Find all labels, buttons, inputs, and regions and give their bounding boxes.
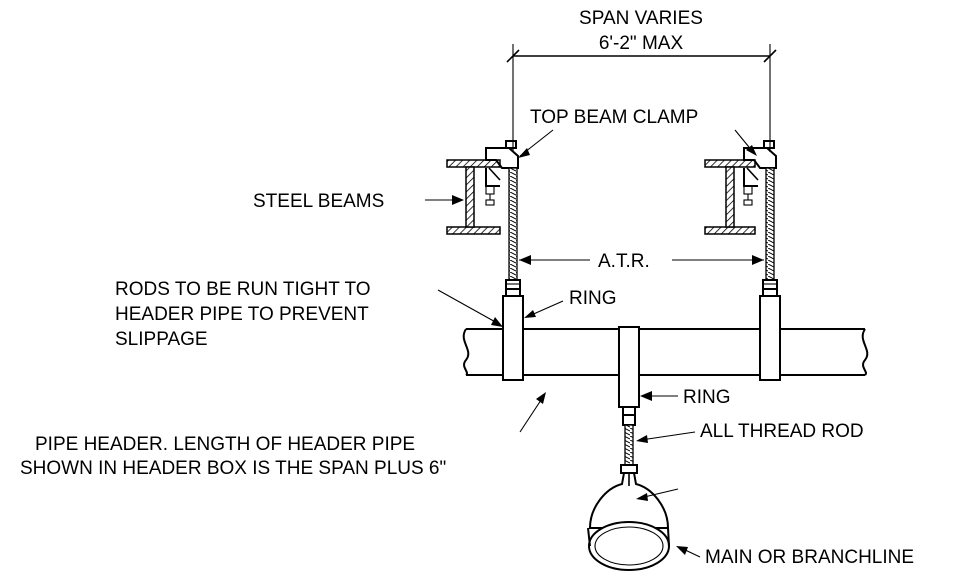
rods-note-line-1: RODS TO BE RUN TIGHT TO [115,279,371,300]
ring-lower-callout: RING [640,387,731,408]
drop-rod-coupling [622,406,636,426]
top-beam-clamp-label: TOP BEAM CLAMP [530,107,698,128]
left-ring [502,295,524,381]
rods-note-line-2: HEADER PIPE TO PREVENT [115,304,369,325]
pipe-header-line-1: PIPE HEADER. LENGTH OF HEADER PIPE [35,434,415,455]
span-varies-label: SPAN VARIES [579,8,703,29]
ring-upper-label: RING [569,288,617,309]
header-pipe [462,328,869,376]
right-steel-beam [704,159,756,235]
hanger-callout [636,488,679,501]
span-dimension: SPAN VARIES 6'-2" MAX [506,8,777,152]
atr-dimension: A.T.R. [519,251,764,272]
right-rod-coupling [762,279,778,297]
left-threaded-rod [508,167,518,281]
left-rod-coupling [505,279,521,297]
rods-tight-callout: RODS TO BE RUN TIGHT TO HEADER PIPE TO P… [115,279,503,350]
ring-upper-callout: RING [524,288,617,318]
main-pipe [587,521,670,571]
main-branchline-label: MAIN OR BRANCHLINE [705,547,914,568]
main-branchline-callout: MAIN OR BRANCHLINE [676,546,914,568]
rods-note-line-3: SLIPPAGE [115,329,208,350]
center-ring [618,326,640,408]
pipe-header-callout: PIPE HEADER. LENGTH OF HEADER PIPE SHOWN… [20,392,546,479]
right-ring [759,295,781,381]
left-steel-beam [446,159,501,235]
steel-beams-callout: STEEL BEAMS [253,191,464,212]
drop-threaded-rod [620,424,638,474]
pipe-header-line-2: SHOWN IN HEADER BOX IS THE SPAN PLUS 6" [20,458,446,479]
pipe-ring-hanger [588,472,670,529]
atr-label: A.T.R. [598,251,650,272]
top-beam-clamp-callout: TOP BEAM CLAMP [518,107,757,158]
all-thread-rod-label: ALL THREAD ROD [700,421,864,442]
ring-lower-label: RING [683,387,731,408]
steel-beams-label: STEEL BEAMS [253,191,384,212]
right-threaded-rod [765,167,775,281]
span-max-label: 6'-2" MAX [599,33,684,54]
all-thread-rod-callout: ALL THREAD ROD [636,421,864,443]
